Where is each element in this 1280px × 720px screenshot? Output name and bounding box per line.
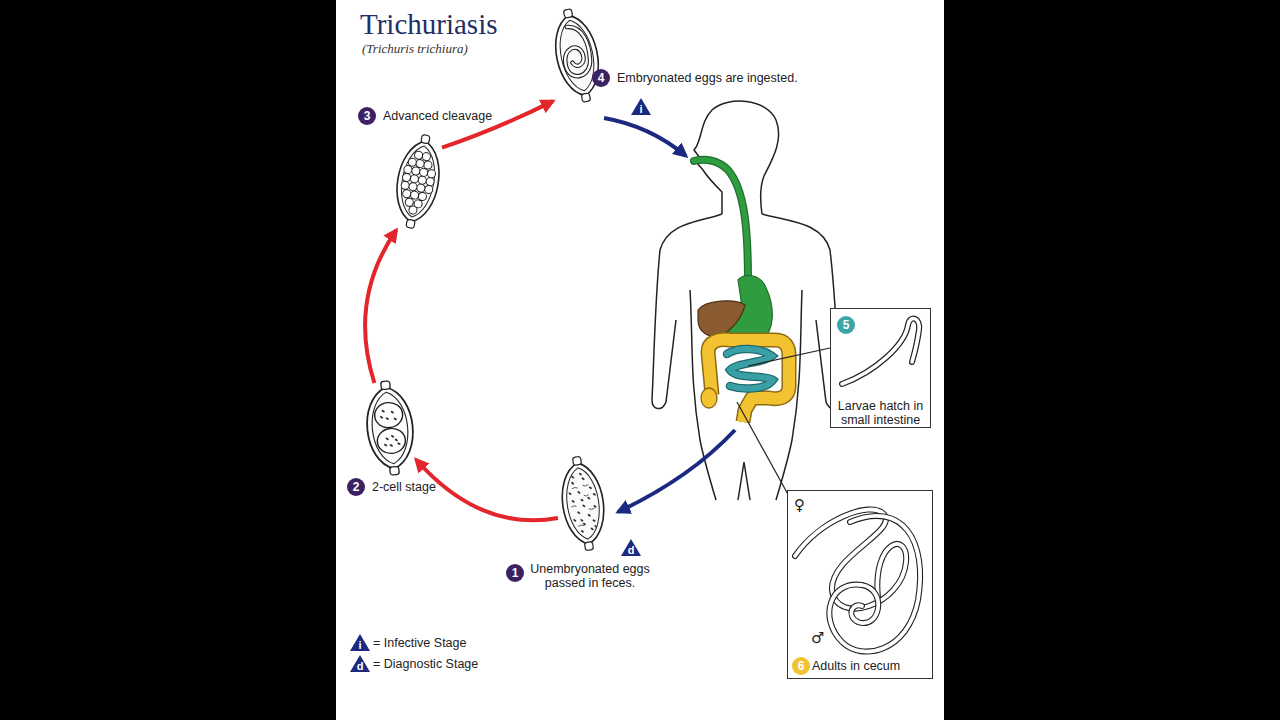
stage-symbol-letter: i bbox=[633, 103, 649, 115]
egg-two-cell bbox=[363, 379, 418, 477]
legend-symbol-letter: i bbox=[352, 639, 368, 651]
leader-line bbox=[737, 402, 790, 498]
small-intestine bbox=[727, 349, 773, 389]
egg-content bbox=[567, 472, 600, 533]
legs-split bbox=[738, 462, 750, 500]
sex-symbol: ♂ bbox=[811, 630, 824, 646]
stage-triangle bbox=[621, 539, 641, 556]
legend-symbol-letter: d bbox=[352, 660, 368, 672]
egg-advanced-cleavage bbox=[390, 132, 446, 232]
inset-box: 5Larvae hatch in small intestine bbox=[830, 308, 931, 428]
egg-content bbox=[373, 401, 406, 455]
male-worm-outline bbox=[829, 516, 920, 652]
legend-text: = Infective Stage bbox=[373, 636, 466, 650]
stage-symbol-letter: d bbox=[623, 544, 639, 556]
leader-line bbox=[748, 348, 830, 366]
egg-content bbox=[397, 149, 439, 217]
human-figure bbox=[652, 101, 840, 500]
callout-number: 5 bbox=[837, 316, 855, 334]
stage-egg-node: 3Advanced cleavage bbox=[394, 133, 442, 230]
stage-description: 2-cell stage bbox=[372, 480, 436, 494]
cecum bbox=[701, 388, 717, 408]
legend-triangle bbox=[350, 634, 370, 651]
egg-unembryonated bbox=[556, 454, 609, 553]
inset-box: 6Adults in cecum bbox=[787, 490, 933, 679]
inset-background bbox=[787, 490, 933, 679]
stage-triangle bbox=[631, 98, 651, 115]
colon-outline bbox=[708, 340, 789, 423]
legend-text: = Diagnostic Stage bbox=[373, 657, 478, 671]
egg-content bbox=[558, 24, 594, 79]
liver bbox=[698, 301, 745, 337]
stage-description: Advanced cleavage bbox=[383, 109, 492, 123]
esophagus-outline bbox=[694, 160, 748, 282]
large-intestine bbox=[708, 340, 789, 423]
male-worm bbox=[829, 516, 920, 652]
stage-egg-node: 4Embryonated eggs are ingested. bbox=[553, 8, 601, 103]
stage-description: Larvae hatch in small intestine bbox=[831, 399, 930, 427]
egg-shell bbox=[390, 132, 446, 232]
inset-background bbox=[830, 308, 931, 428]
excretion-arrow bbox=[618, 430, 735, 512]
digestive-tract bbox=[694, 160, 789, 422]
adult-worms-drawing bbox=[795, 510, 920, 652]
legend-triangle bbox=[350, 655, 370, 672]
egg-shell bbox=[363, 379, 418, 477]
development-arrow bbox=[442, 101, 553, 147]
small-intestine-outline bbox=[727, 349, 773, 389]
sex-symbol: ♀ bbox=[794, 497, 805, 513]
ingestion-arrow bbox=[604, 118, 686, 156]
callout-number: 2 bbox=[347, 478, 365, 496]
egg-shell bbox=[547, 5, 606, 105]
callout-number: 1 bbox=[506, 564, 524, 582]
development-arrow bbox=[365, 230, 396, 383]
callout-number: 4 bbox=[592, 69, 610, 87]
diagram-title: Trichuriasis bbox=[360, 8, 498, 41]
egg-embryonated bbox=[547, 5, 606, 105]
stage-egg-node: 22-cell stage bbox=[364, 383, 416, 473]
stage-description: Unembryonated eggs passed in feces. bbox=[528, 562, 652, 590]
species-subtitle: (Trichuris trichiura) bbox=[362, 41, 468, 56]
esophagus bbox=[694, 160, 748, 282]
stage-description: Embryonated eggs are ingested. bbox=[617, 71, 798, 85]
callout-number: 6 bbox=[792, 657, 810, 675]
stage-description: Adults in cecum bbox=[812, 659, 900, 673]
stage-egg-node: 1Unembryonated eggs passed in feces. bbox=[558, 455, 608, 552]
callout-number: 3 bbox=[358, 107, 376, 125]
development-arrow bbox=[416, 460, 558, 521]
egg-shell bbox=[556, 454, 609, 553]
